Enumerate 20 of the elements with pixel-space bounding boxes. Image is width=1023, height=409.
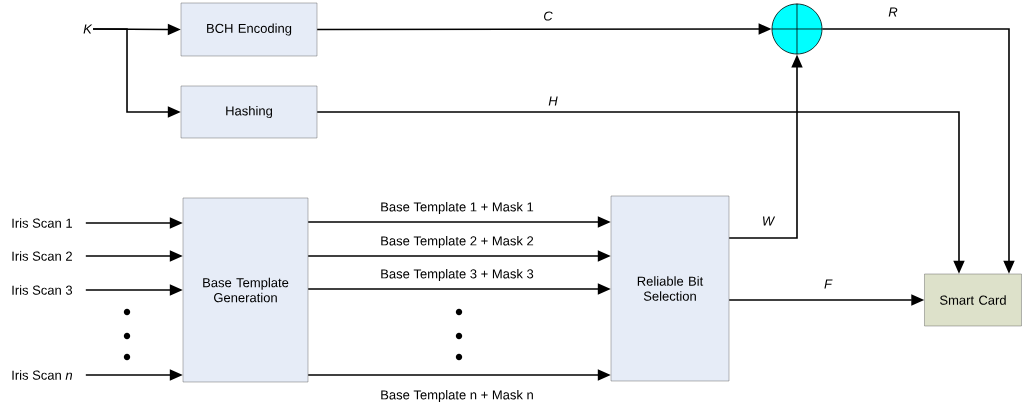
smart-card-box: Smart Card (924, 273, 1022, 327)
edge-label: Base Template n + Mask n (379, 388, 535, 404)
input-label: Iris Scan 1 (12, 218, 72, 228)
edge-label: Base Template 2 + Mask 2 (379, 234, 535, 250)
edge-label: Base Template 3 + Mask 3 (379, 267, 535, 283)
process-box: Base Template Generation (182, 197, 309, 383)
input-label: K (83, 24, 93, 34)
process-box: Hashing (180, 85, 318, 139)
process-box: BCH Encoding (180, 2, 318, 57)
edge-label: H (547, 95, 559, 107)
input-label: Iris Scan 3 (12, 285, 73, 295)
edge-label: F (823, 278, 833, 290)
edge-label: R (887, 6, 899, 18)
process-box: Reliable Bit Selection (610, 195, 730, 382)
edge-label: Base Template 1 + Mask 1 (379, 200, 535, 216)
edge-label: W (760, 215, 776, 227)
input-label: Iris Scan 2 (12, 251, 72, 261)
xor-circle (771, 3, 823, 55)
edge-label: C (542, 10, 554, 22)
input-label: Iris Scan n (12, 370, 73, 380)
